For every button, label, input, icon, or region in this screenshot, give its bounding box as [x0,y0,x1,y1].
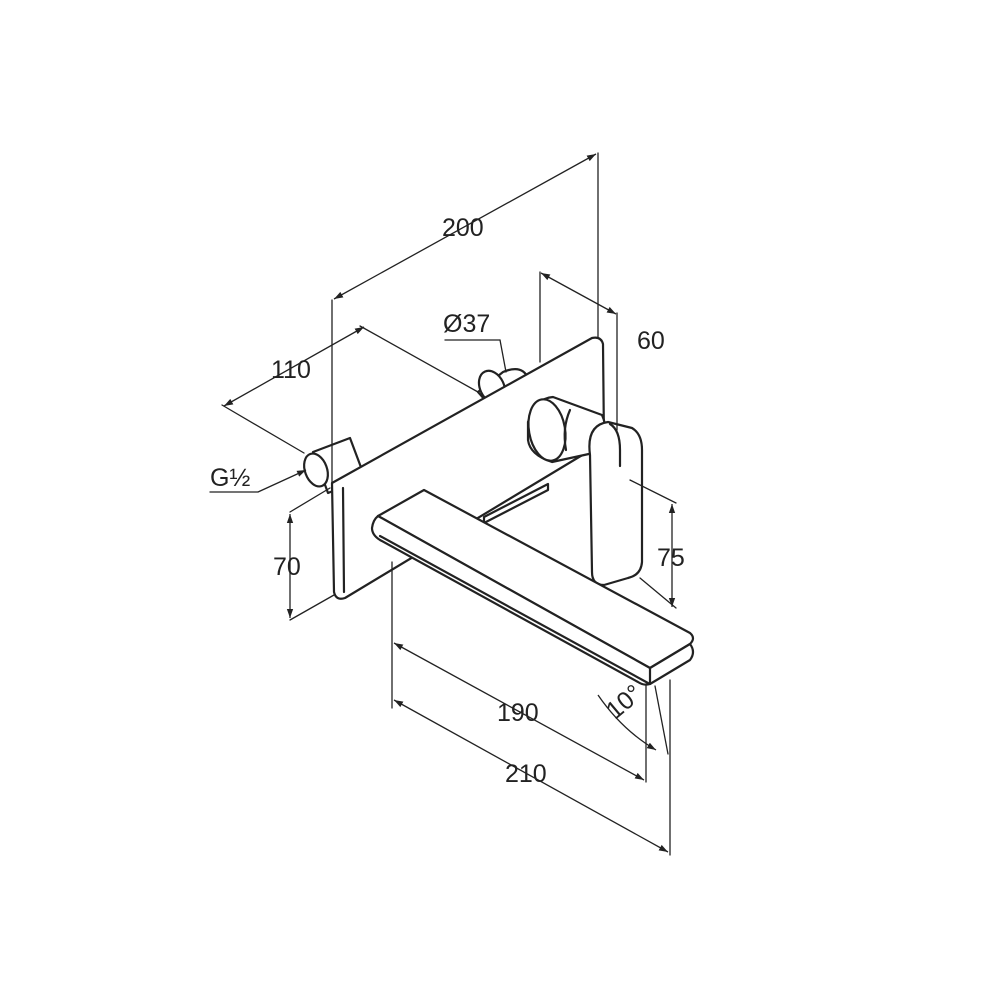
lever-handle-edge [608,422,622,468]
label-handle-height: 75 [657,544,685,572]
label-inlet-depth: 110 [271,356,311,384]
dimension-lines [209,153,676,853]
label-plate-height: 70 [273,553,301,581]
dim-110-line [223,326,365,407]
dim-200-line [333,153,597,300]
label-thread: G½ [210,464,250,492]
spout-connector [482,482,550,525]
label-body-diameter: Ø37 [443,310,490,338]
label-total-projection: 210 [505,760,547,788]
dim-60-line [540,272,617,315]
handle-knob-ring [563,408,572,452]
lever-handle [588,420,644,587]
label-plate-offset: 60 [637,327,665,355]
faucet-body [303,336,695,686]
label-overall-length: 200 [442,214,484,242]
label-spout-angle: 10° [601,679,648,725]
wall-plate-edge [341,486,346,594]
spout-top [376,488,695,670]
dim-37-leader-tick [499,339,507,373]
thread-leader-arrow [257,469,307,493]
dim-10deg-arc [597,694,657,751]
label-spout-projection: 190 [497,699,539,727]
dim-210-line [393,699,669,853]
